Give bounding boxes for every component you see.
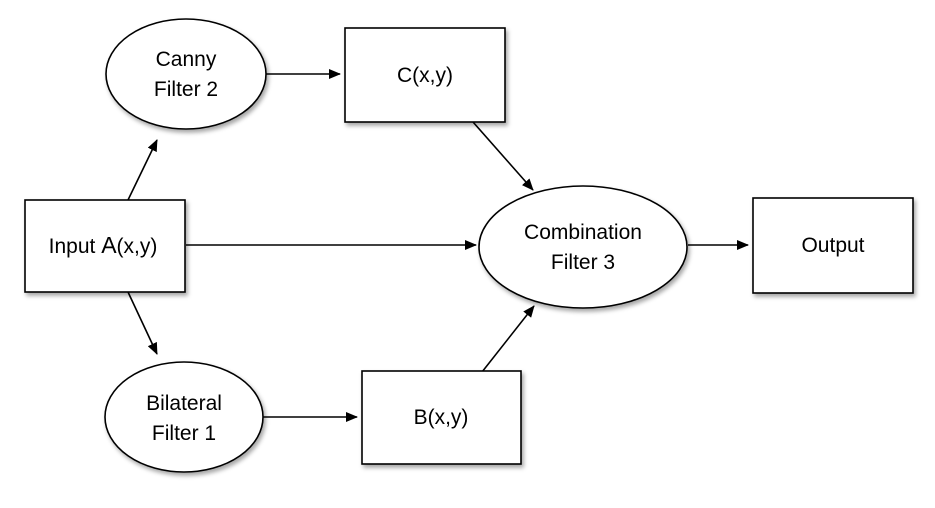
- bilateral-filter-line2: Filter 1: [152, 422, 216, 445]
- combination-filter-line1: Combination: [524, 221, 642, 244]
- edge-bxy-to-combination: [481, 305, 535, 373]
- input-node: Input A(x,y): [24, 199, 186, 293]
- canny-filter-line2: Filter 2: [154, 78, 218, 101]
- bxy-node: B(x,y): [361, 370, 522, 465]
- input-label-var: A: [101, 232, 117, 258]
- edge-cxy-to-combination: [472, 121, 534, 191]
- combination-filter-node: Combination Filter 3: [478, 185, 688, 309]
- input-label-suffix: (x,y): [117, 235, 158, 258]
- output-node: Output: [752, 197, 914, 294]
- canny-filter-node: Canny Filter 2: [105, 18, 267, 130]
- bilateral-filter-line1: Bilateral: [146, 392, 222, 415]
- canny-filter-line1: Canny: [156, 48, 217, 71]
- bxy-label: B(x,y): [414, 406, 469, 429]
- edge-input-to-canny: [127, 139, 158, 201]
- bilateral-filter-node: Bilateral Filter 1: [104, 361, 264, 473]
- input-label-prefix: Input: [49, 235, 102, 258]
- input-label: Input A(x,y): [49, 232, 158, 258]
- cxy-node: C(x,y): [344, 27, 506, 123]
- combination-filter-line2: Filter 3: [551, 251, 615, 274]
- cxy-label: C(x,y): [397, 64, 453, 87]
- edge-input-to-bilateral: [127, 291, 158, 355]
- output-label: Output: [801, 234, 864, 257]
